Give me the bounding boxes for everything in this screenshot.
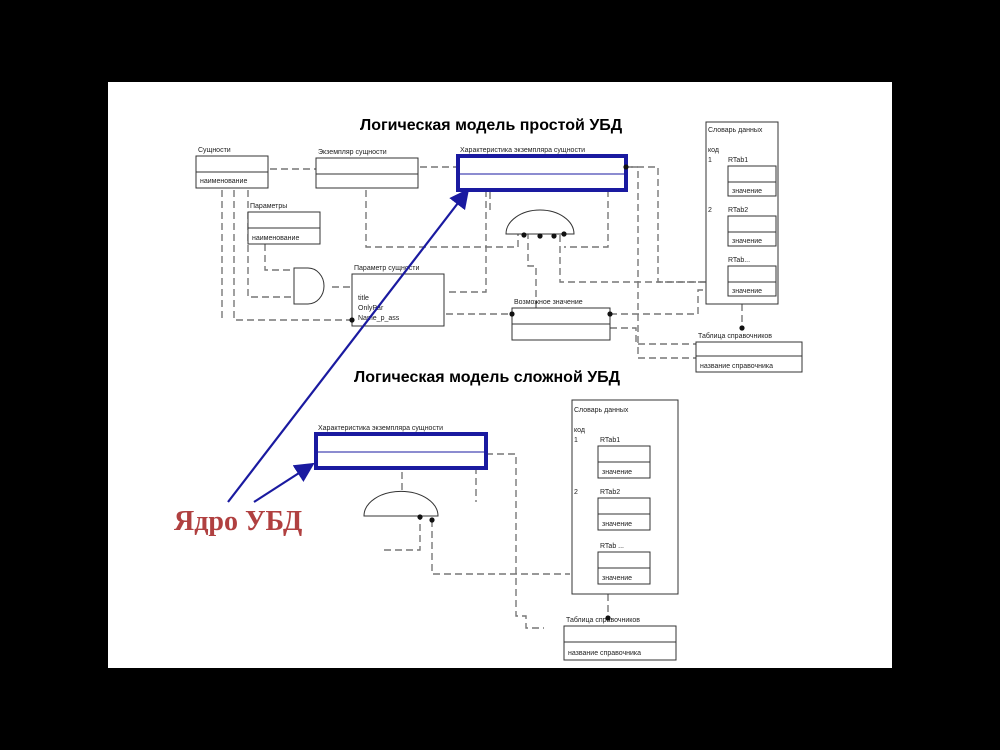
c-rtab1-label: RTab1: [600, 437, 620, 444]
rtab1-value: значение: [732, 188, 762, 195]
gate-complex: [363, 490, 439, 517]
rtab2-label: RTab2: [728, 207, 748, 214]
c-characteristic-label: Характеристика экземпляра сущности: [318, 425, 443, 432]
rtab2-value: значение: [732, 238, 762, 245]
simple-relationships: [221, 166, 743, 359]
c-dict-code: код: [574, 427, 585, 434]
c-dict-row-2: 2: [574, 489, 578, 496]
connector-dots: [349, 164, 745, 331]
entity-characteristic-complex[interactable]: Характеристика экземпляра сущности: [314, 425, 488, 470]
c-dictionary-label: Словарь данных: [574, 407, 629, 414]
slide: Логическая модель простой УБД Сущности н…: [108, 82, 892, 668]
c-rtab2-value: значение: [602, 521, 632, 528]
reftable-simple[interactable]: Таблица справочников название справочник…: [695, 332, 803, 373]
c-rtab1-value: значение: [602, 469, 632, 476]
param-attr-1: title: [358, 295, 369, 302]
entity-parameters[interactable]: Параметры наименование: [247, 203, 321, 245]
param-entity-label: Параметр сущности: [354, 265, 419, 272]
entity-possible-value[interactable]: Возможное значение: [511, 299, 611, 341]
simple-model-title: Логическая модель простой УБД: [360, 117, 623, 134]
rel-c-gate-dictionary: [431, 520, 570, 575]
c-rtab3-label: RTab ...: [600, 543, 624, 550]
gate-simple-top: [505, 209, 575, 235]
dictionary-complex[interactable]: Словарь данных код 1 RTab1 значение 2 RT…: [571, 399, 679, 595]
rtab3-value: значение: [732, 288, 762, 295]
possible-value-label: Возможное значение: [514, 299, 583, 306]
reftable-label: Таблица справочников: [698, 332, 772, 340]
c-dict-row-1: 1: [574, 437, 578, 444]
rtab1-label: RTab1: [728, 157, 748, 164]
dictionary-simple[interactable]: Словарь данных код 1 RTab1 значение 2 RT…: [705, 121, 779, 305]
c-rtab3-value: значение: [602, 575, 632, 582]
rel-char-param: [446, 190, 487, 293]
entity-sushchnosti[interactable]: Сущности наименование: [195, 147, 269, 189]
rtab3-label: RTab...: [728, 257, 750, 264]
rel-gate-dictionary: [559, 224, 706, 283]
param-attr-2: OnlyPar: [358, 305, 384, 312]
dict-row-1: 1: [708, 157, 712, 164]
rel-value-dictionary: [610, 289, 706, 315]
entity-attr: наименование: [200, 178, 247, 185]
c-connector-dots: [417, 514, 611, 621]
diagram-canvas: Логическая модель простой УБД Сущности н…: [174, 117, 803, 661]
dictionary-label: Словарь данных: [708, 127, 763, 134]
dict-row-2: 2: [708, 207, 712, 214]
core-label: Ядро УБД: [174, 506, 302, 537]
entity-param-sushchnosti[interactable]: Параметр сущности title OnlyPar Name_p_a…: [351, 265, 445, 327]
rel-char-gate: [564, 190, 609, 248]
reftable-attr: название справочника: [700, 363, 773, 370]
c-reftable-label: Таблица справочников: [566, 616, 640, 624]
dict-code: код: [708, 147, 719, 154]
reftable-complex[interactable]: Таблица справочников название справочник…: [563, 616, 677, 661]
rel-value-reftable: [610, 327, 696, 345]
rel-char-reftable: [620, 166, 696, 359]
param-attr-3: Name_p_ass: [358, 315, 400, 322]
core-arrow-top: [227, 188, 470, 503]
rel-c-char-reftable: [486, 453, 544, 629]
parameters-label: Параметры: [250, 203, 287, 210]
instance-label: Экземпляр сущности: [318, 149, 387, 156]
complex-model-title: Логическая модель сложной УБД: [354, 369, 621, 386]
rel-gate-value: [527, 232, 537, 308]
c-rtab2-label: RTab2: [600, 489, 620, 496]
characteristic-label: Характеристика экземпляра сущности: [460, 147, 585, 154]
entity-label: Сущности: [198, 147, 231, 154]
rel-instance-gate: [365, 190, 519, 248]
c-reftable-attr: название справочника: [568, 650, 641, 657]
core-arrow-bottom: [253, 462, 315, 503]
gate-simple-left: [293, 267, 325, 305]
parameters-attr: наименование: [252, 235, 299, 242]
entity-characteristic-simple[interactable]: Характеристика экземпляра сущности: [456, 147, 628, 192]
entity-instance[interactable]: Экземпляр сущности: [315, 149, 419, 189]
